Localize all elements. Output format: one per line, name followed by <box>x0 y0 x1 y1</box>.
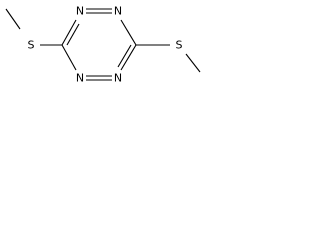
atom-s-right: S <box>176 39 183 52</box>
atom-n1: N <box>76 5 84 18</box>
atom-labels: S N N N N S <box>24 4 186 85</box>
atom-s-left: S <box>28 39 35 52</box>
atom-n4: N <box>76 72 84 85</box>
tetrazine-structure: S N N N N S <box>5 4 201 85</box>
bond-n4-c3 <box>61 44 77 71</box>
bonds <box>5 8 201 81</box>
bond-methyl-left-s <box>5 8 21 30</box>
bond-c6-n3-inner <box>117 44 132 68</box>
atom-n3: N <box>114 72 122 85</box>
bond-s-right-methyl <box>185 53 201 73</box>
bond-c6-n3 <box>120 44 137 71</box>
bond-c3-n1-inner <box>66 23 80 46</box>
atom-n2: N <box>114 5 122 18</box>
bond-c3-n1 <box>61 19 77 46</box>
bond-n2-c6 <box>120 19 137 46</box>
